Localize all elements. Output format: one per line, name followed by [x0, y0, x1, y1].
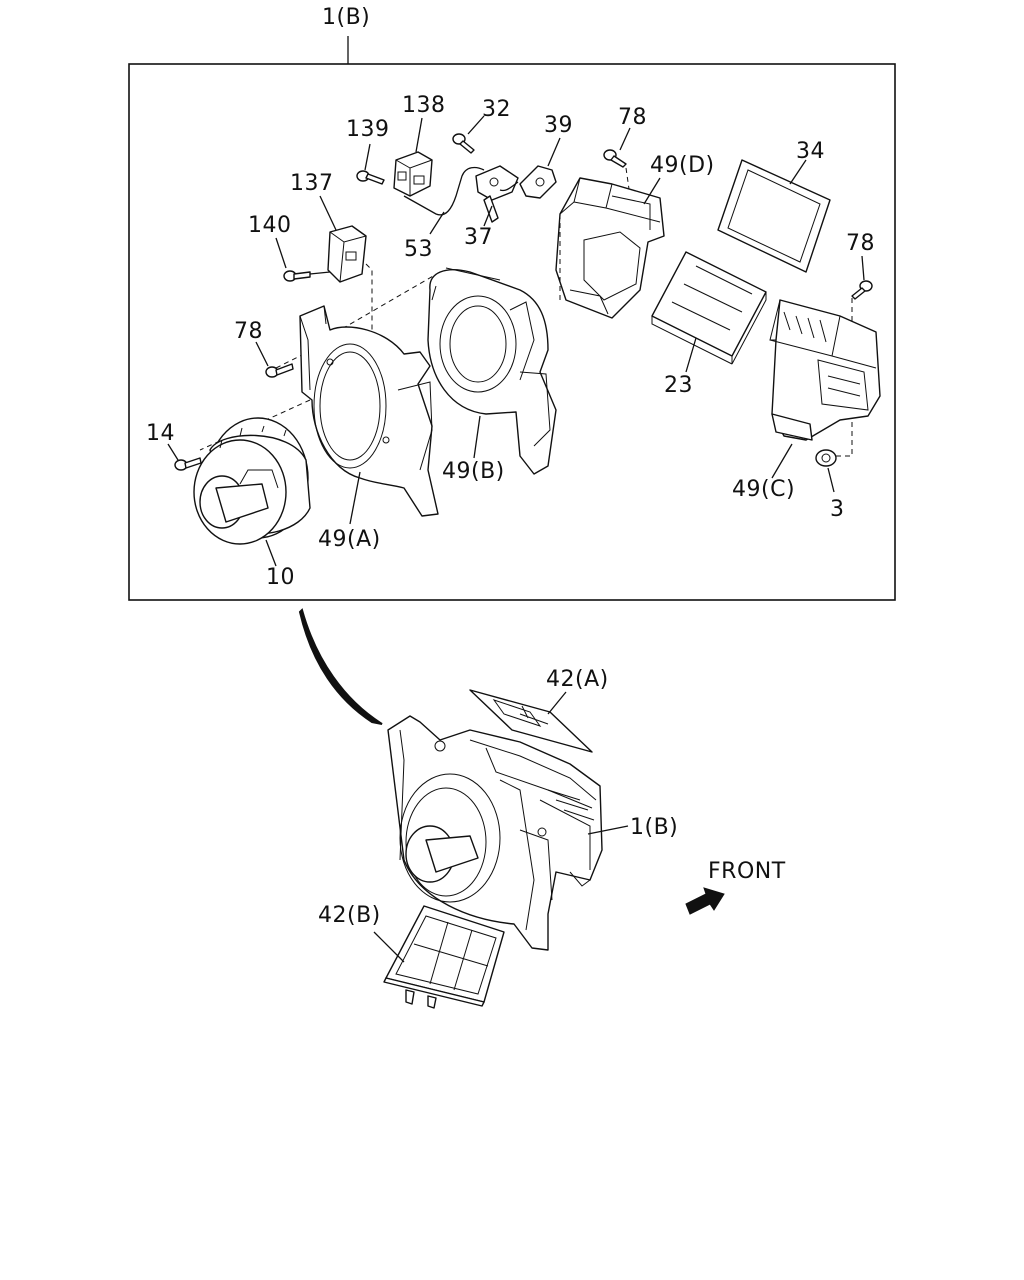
callout-139[interactable]: 139 [346, 117, 390, 142]
part-49d-housing[interactable] [555, 177, 665, 319]
callout-140[interactable]: 140 [248, 213, 292, 238]
part-14-screw[interactable] [174, 457, 202, 471]
callout-39[interactable]: 39 [544, 113, 573, 138]
front-label: FRONT [708, 859, 786, 884]
callout-78-right[interactable]: 78 [846, 231, 875, 256]
part-139-screw[interactable] [356, 170, 385, 185]
part-37-lever[interactable] [475, 165, 519, 223]
part-49c-housing[interactable] [769, 299, 881, 441]
callout-49d[interactable]: 49(D) [650, 153, 715, 178]
part-137-resistor[interactable] [327, 225, 367, 283]
callout-14[interactable]: 14 [146, 421, 175, 446]
assembly-transition-arrow [298, 608, 383, 725]
exploded-view-frame [128, 63, 896, 601]
callout-42a[interactable]: 42(A) [546, 667, 609, 692]
callout-42b[interactable]: 42(B) [318, 903, 381, 928]
callout-37[interactable]: 37 [464, 225, 493, 250]
part-78-screw-right[interactable] [851, 280, 873, 300]
part-78-screw-left[interactable] [265, 363, 294, 378]
callout-32[interactable]: 32 [482, 97, 511, 122]
front-arrow-icon [685, 887, 725, 915]
callout-1b-assembly[interactable]: 1(B) [630, 815, 678, 840]
callout-top-assembly[interactable]: 1(B) [322, 5, 370, 30]
part-34-seal[interactable] [717, 159, 831, 273]
callout-49b[interactable]: 49(B) [442, 459, 505, 484]
callout-138[interactable]: 138 [402, 93, 446, 118]
callout-3[interactable]: 3 [830, 497, 845, 522]
part-138-switch[interactable] [393, 151, 433, 197]
callout-49a[interactable]: 49(A) [318, 527, 381, 552]
part-42b-filter[interactable] [383, 905, 505, 1009]
part-39-link[interactable] [499, 165, 557, 199]
callout-78-top[interactable]: 78 [618, 105, 647, 130]
callout-137[interactable]: 137 [290, 171, 334, 196]
callout-78-left[interactable]: 78 [234, 319, 263, 344]
part-49b-housing[interactable] [427, 267, 557, 475]
part-49a-housing[interactable] [299, 305, 439, 517]
part-3-nut[interactable] [815, 449, 837, 467]
callout-34[interactable]: 34 [796, 139, 825, 164]
part-78-screw-top[interactable] [603, 149, 627, 168]
part-10-blower-motor[interactable] [193, 417, 311, 545]
part-32-screw[interactable] [452, 133, 475, 154]
callout-49c[interactable]: 49(C) [732, 477, 795, 502]
part-23-filter[interactable] [651, 251, 767, 365]
callout-53[interactable]: 53 [404, 237, 433, 262]
part-42a-plate[interactable] [469, 689, 593, 753]
assembled-unit-1b[interactable] [387, 715, 603, 951]
callout-10[interactable]: 10 [266, 565, 295, 590]
part-140-screw[interactable] [283, 270, 311, 282]
callout-23[interactable]: 23 [664, 373, 693, 398]
